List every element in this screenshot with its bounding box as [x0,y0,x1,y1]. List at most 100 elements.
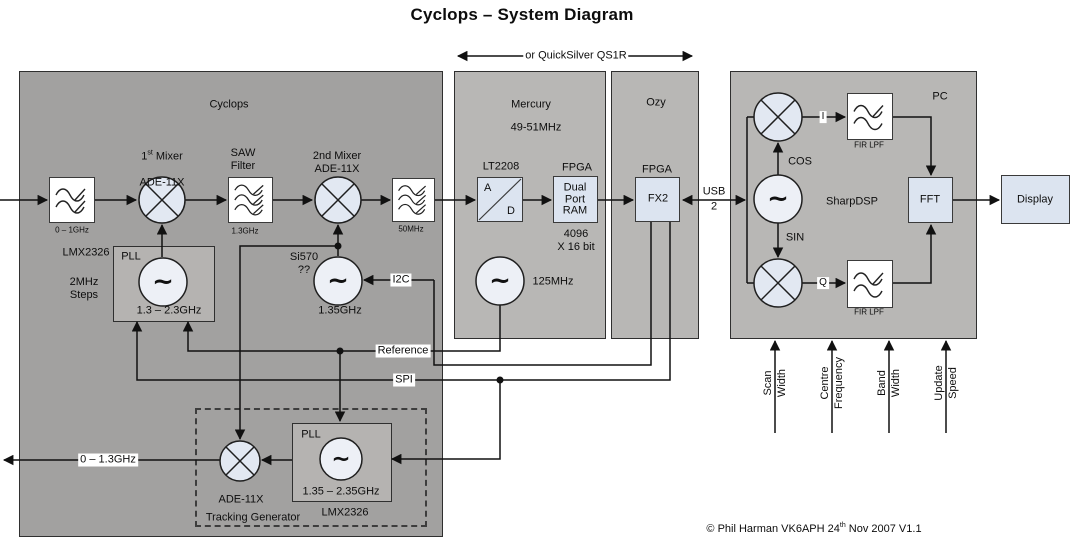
mixer-icons [138,92,803,482]
mixer2-label: 2nd Mixer ADE-11X [312,150,362,175]
fx2-block [635,177,680,222]
band-width-line2: Width [890,368,902,398]
fir-lpf-i-block [847,93,893,140]
band-width-input-label: Band Width [872,335,906,431]
si570-label: Si570 ?? [289,251,319,276]
mixer1-rest: Mixer [152,150,183,163]
ozy-fpga-label: FPGA [642,163,672,176]
clock-125mhz-label: 125MHz [532,275,574,288]
fir-lpf-q-label: FIR LPF [854,307,884,317]
tracking-chip-label: LMX2326 [321,506,369,519]
cos-label: COS [788,155,812,168]
mixer1-icon [138,176,186,224]
lowpass-filter-icon [55,188,86,214]
pc-mixer-q-icon [753,258,803,308]
svg-text:~: ~ [152,267,174,297]
update-speed-input-label: Update Speed [929,335,963,431]
q-signal-label: Q [817,277,829,289]
pll1-oscillator-icon [138,257,188,307]
mixer1-num: 1 [141,150,148,163]
svg-text:~: ~ [489,266,511,296]
scan-width-line2: Width [776,368,788,398]
fx2-label: FX2 [647,192,669,205]
input-filter-label: 0 – 1GHz [55,225,89,235]
centre-frequency-line2: Frequency [833,357,845,409]
adc-chip-label: LT2208 [482,160,520,173]
if-filter-block [392,178,435,222]
bandpass-filter-icon [234,184,264,216]
pll1-steps-label: 2MHz Steps [69,276,99,301]
mixer2-icon [314,176,362,224]
display-label: Display [1016,193,1054,206]
tracking-output-label: 0 – 1.3GHz [78,453,138,467]
spi-label: SPI [393,373,415,387]
scan-width-line1: Scan [761,370,774,396]
quicksilver-label: or QuickSilver QS1R [523,49,629,63]
nco-oscillator-icon [753,174,803,224]
tracking-generator-label: Tracking Generator [205,511,301,524]
si570-freq-label: 1.35GHz [318,304,362,317]
pc-mixer-i-icon [753,92,803,142]
junction-dots [334,242,504,384]
pll1-range-label: 1.3 – 2.3GHz [136,304,202,317]
fir-lpf-q-block [847,260,893,308]
copyright-sup: th [839,522,846,530]
ram-label: Dual Port RAM [562,181,588,217]
copyright-pre: © Phil Harman VK6APH 24 [706,522,840,535]
page-title: Cyclops – System Diagram [410,4,634,24]
fir-lpf-i-label: FIR LPF [854,140,884,150]
mercury-fpga-label: FPGA [562,161,592,174]
display-block [1001,175,1070,224]
centre-frequency-line1: Centre [818,366,831,400]
usb2-label: 2 [710,200,718,213]
mercury-title: Mercury [511,98,551,111]
pll1-chip-label: LMX2326 [62,246,110,259]
adc-d-label: D [507,205,515,217]
fft-label: FFT [919,193,941,206]
saw-freq-label: 1.3GHz [231,226,259,236]
scan-width-input-label: Scan Width [758,335,792,431]
signal-lines [0,50,1001,466]
lowpass-filter-icon [853,272,884,298]
adc-a-label: A [484,182,492,194]
pll1-label: PLL [121,250,141,263]
update-speed-line1: Update [932,365,945,401]
mixer1-sup: st [147,149,153,157]
svg-text:~: ~ [327,266,349,296]
saw-filter-label: SAW Filter [230,147,256,172]
mixer1-part: ADE-11X [139,176,185,189]
mercury-freq-label: 49-51MHz [510,121,562,134]
saw-filter-block [228,177,273,223]
i-signal-label: I [819,111,827,123]
ozy-title: Ozy [646,96,666,109]
lowpass-filter-icon [853,104,884,131]
cyclops-title: Cyclops [209,98,249,111]
dual-port-ram-block [553,176,598,223]
usb-label: USB [702,185,726,198]
ram-size-label: 4096 X 16 bit [557,228,595,253]
pc-title: PC [932,90,948,103]
adc-diagonal [478,178,522,221]
tracking-oscillator-icon [319,437,363,481]
tracking-generator-box [195,408,427,527]
input-filter-block [49,177,95,223]
svg-text:~: ~ [331,446,350,472]
tracking-mixer-label: ADE-11X [218,493,264,506]
copyright: © Phil Harman VK6APH 24th Nov 2007 V1.1 [706,522,921,536]
sin-label: SIN [785,231,805,244]
update-speed-line2: Speed [947,367,959,399]
i2c-label: I2C [390,273,412,287]
band-width-line1: Band [875,370,888,396]
tracking-pll-range-label: 1.35 – 2.35GHz [302,485,380,498]
si570-oscillator-icon [313,256,363,306]
bandpass-filter-icon [398,185,427,215]
oscillator-glyphs: ~ ~ ~ ~ ~ [152,184,789,472]
mixer1-label: 1st Mixer ADE-11X [139,137,184,190]
clock-125mhz-icon [475,256,525,306]
tracking-pll-label: PLL [301,428,321,441]
if-filter-label: 50MHz [398,224,424,234]
fft-block [908,177,953,223]
svg-text:~: ~ [767,184,789,214]
